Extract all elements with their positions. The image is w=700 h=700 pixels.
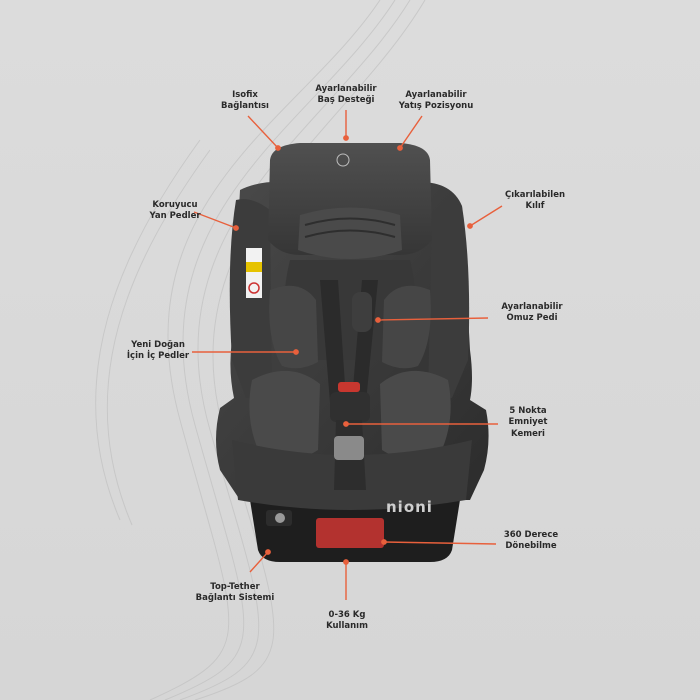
seat-base [250, 500, 460, 562]
callout-lines [192, 110, 503, 600]
brand-logo: nioni [386, 498, 433, 516]
harness-buckle-release [338, 382, 360, 392]
warning-sticker [246, 248, 262, 298]
harness-adjuster [334, 436, 364, 460]
brand-tag [352, 292, 372, 332]
left-harness-strap [320, 280, 346, 402]
right-newborn-pad [380, 370, 451, 461]
rotation-button [316, 518, 384, 548]
background-swoosh [95, 0, 426, 700]
left-newborn-pad [249, 370, 320, 461]
left-shoulder-pad [269, 285, 318, 369]
headrest [268, 143, 432, 259]
right-side-pad [428, 204, 470, 398]
harness-buckle [330, 392, 370, 422]
right-shoulder-pad [382, 285, 431, 369]
